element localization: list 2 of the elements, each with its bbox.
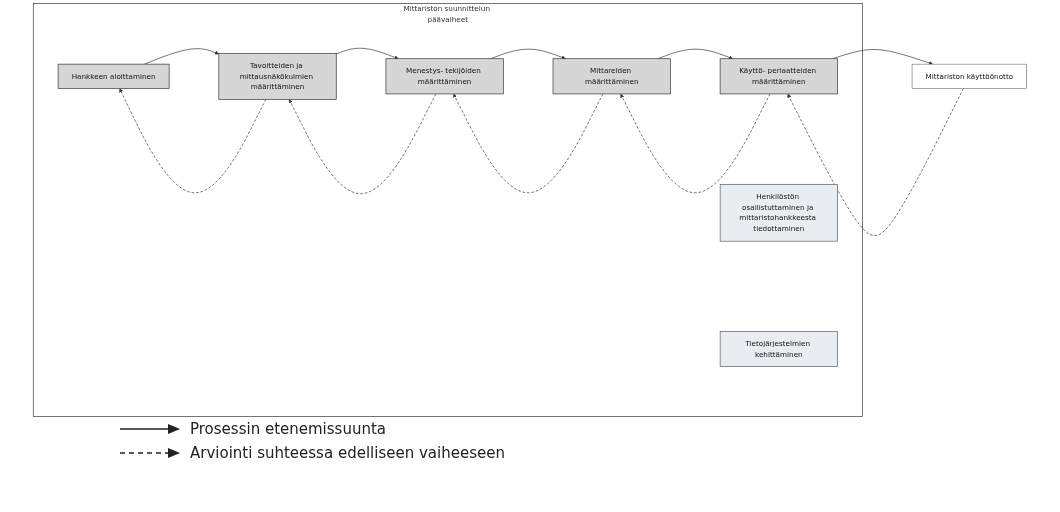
legend-text: Prosessin etenemissuunta — [190, 420, 386, 438]
legend-text: Arviointi suhteessa edelliseen vaiheeseen — [190, 444, 505, 462]
